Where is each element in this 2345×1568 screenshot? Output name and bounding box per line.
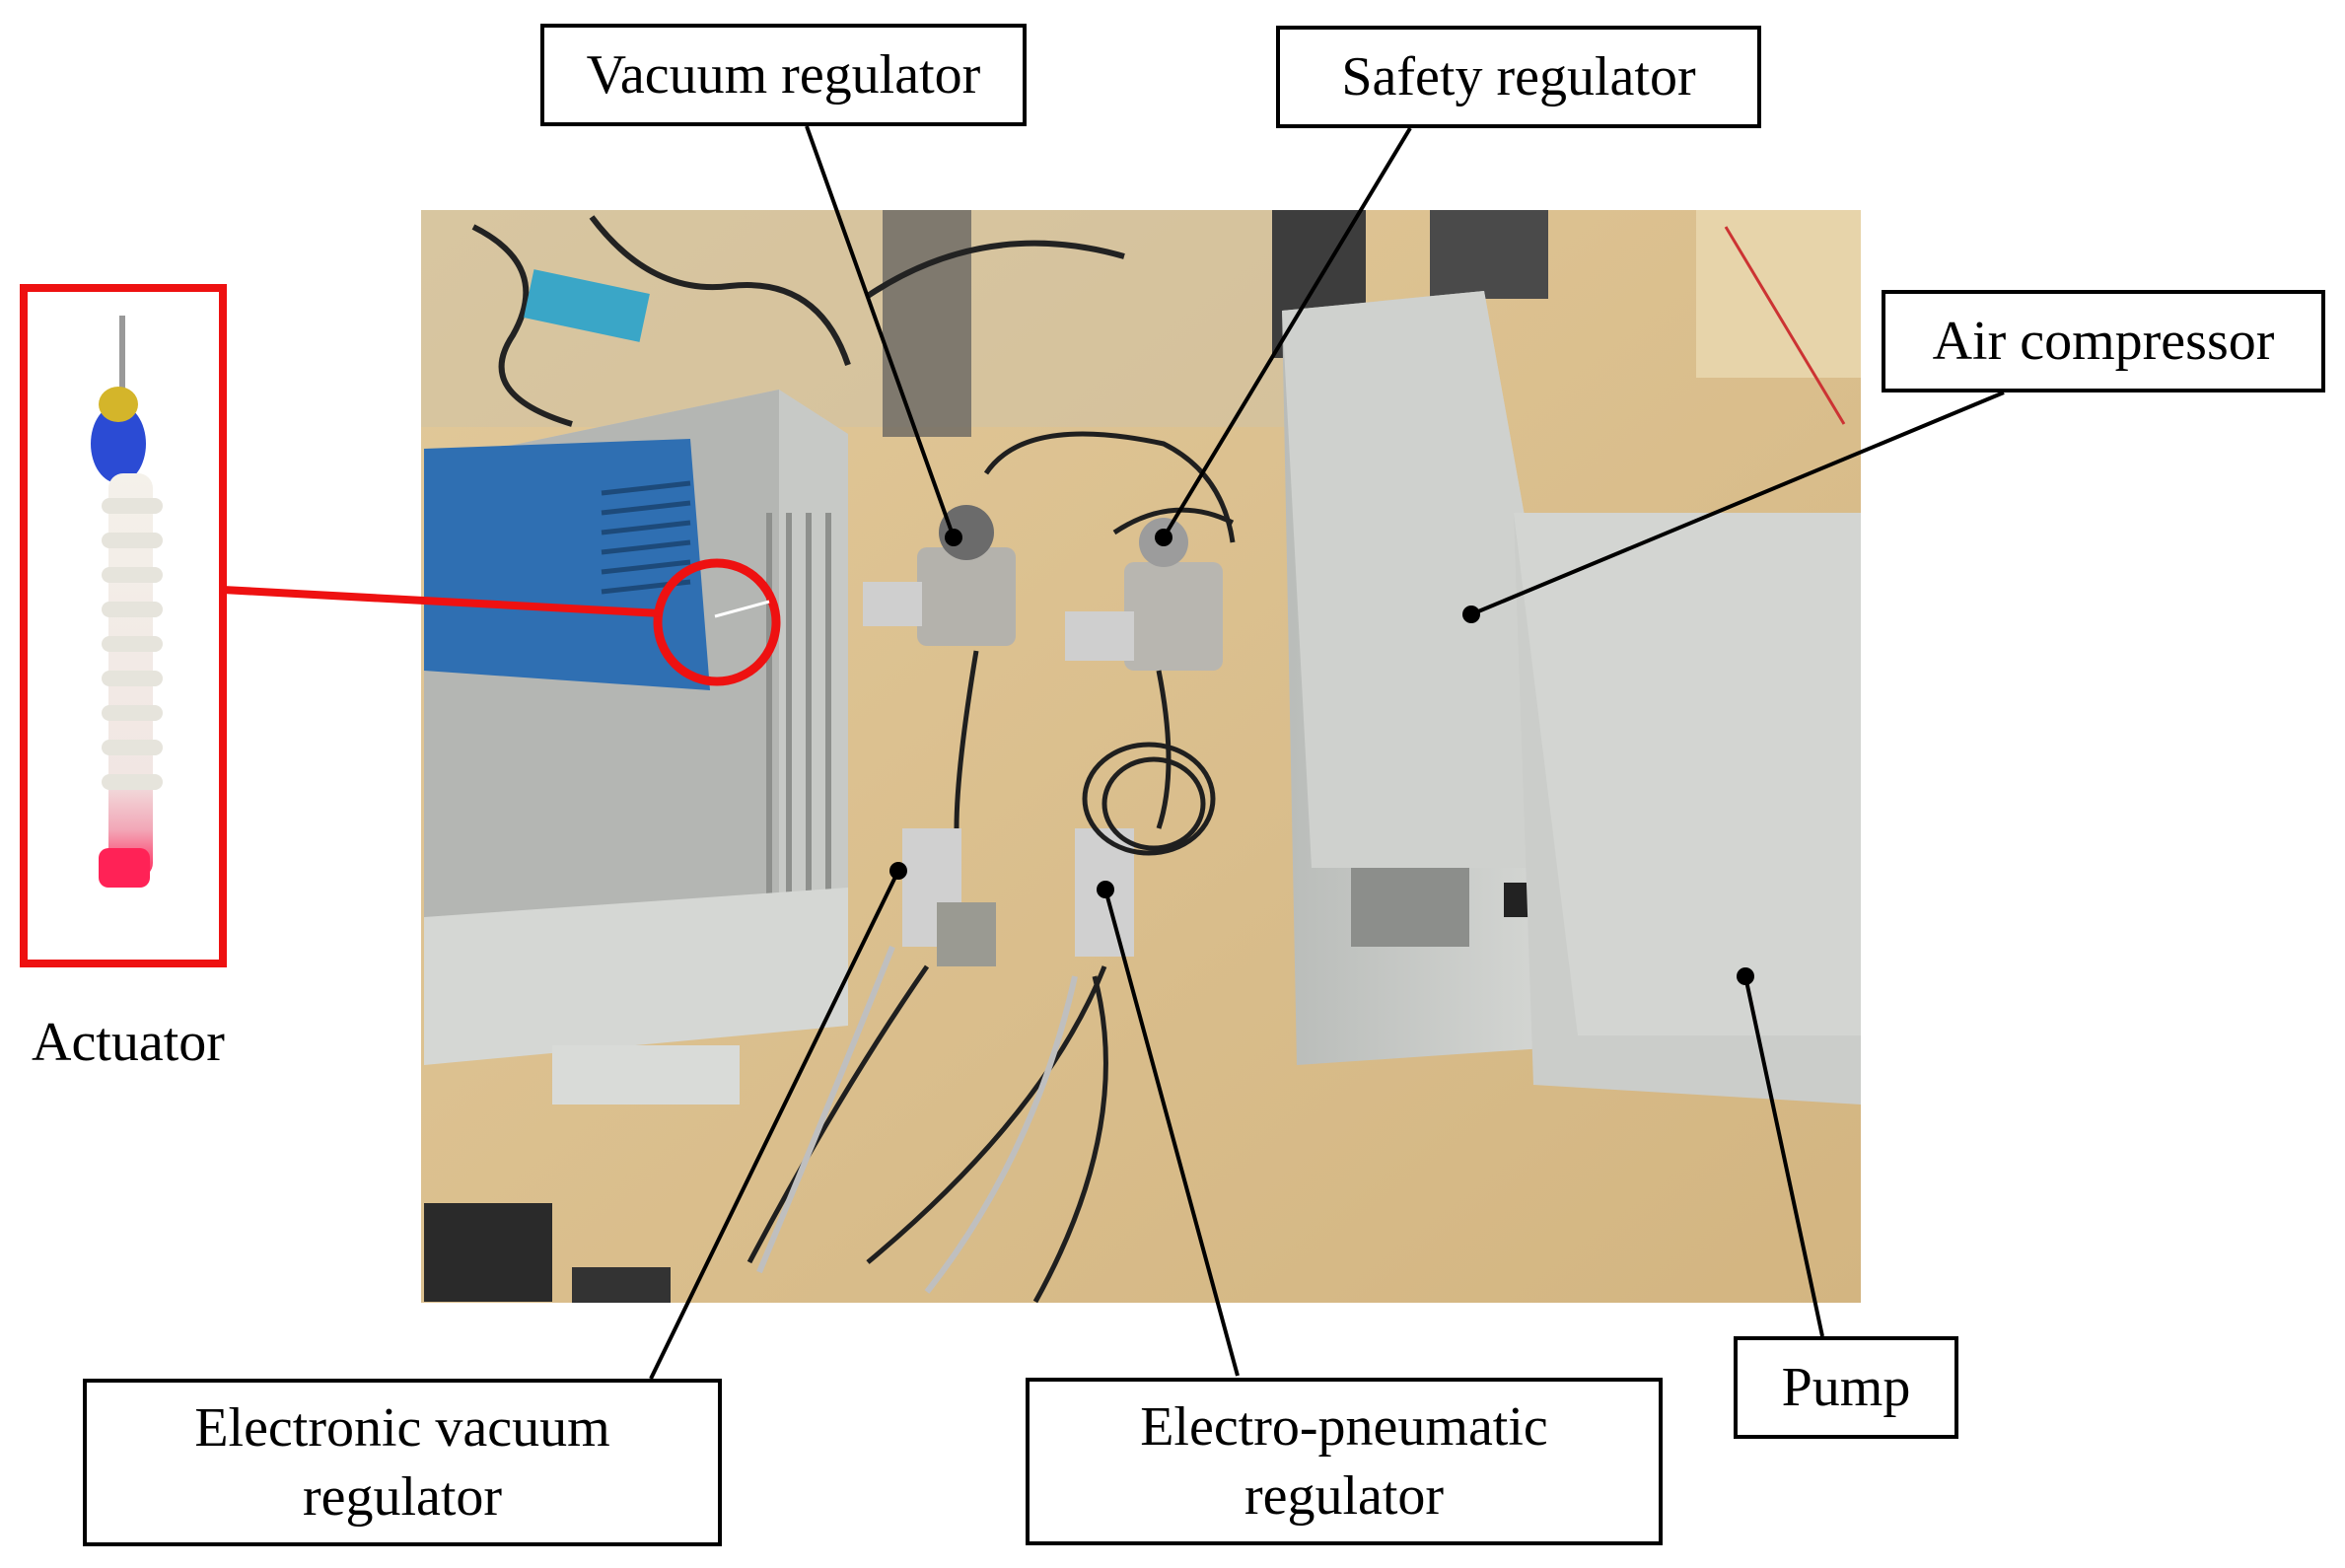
- safety-regulator-device: [1065, 518, 1223, 671]
- leader-lines: [649, 125, 2005, 1380]
- electronic-vacuum-regulator-device: [902, 828, 996, 966]
- leader-dots: [889, 529, 1754, 985]
- electronic-vacuum-regulator-line1: Electronic vacuum: [194, 1397, 610, 1459]
- safety-regulator-label: Safety regulator: [1276, 26, 1761, 128]
- actuator-inset: [20, 284, 227, 967]
- electro-pneumatic-regulator-line1: Electro-pneumatic: [1140, 1396, 1548, 1458]
- pump-label: Pump: [1734, 1336, 1958, 1439]
- air-compressor-device: [1282, 291, 1588, 1065]
- vacuum-regulator-label: Vacuum regulator: [540, 24, 1027, 126]
- electronic-vacuum-regulator-label: Electronic vacuum regulator: [83, 1379, 722, 1546]
- electro-pneumatic-regulator-line2: regulator: [1244, 1465, 1445, 1527]
- pump-device: [1514, 513, 1861, 1105]
- lab-setup-photo: [421, 210, 1861, 1304]
- actuator-label: Actuator: [32, 1012, 225, 1073]
- vacuum-regulator-device: [863, 505, 1016, 646]
- air-compressor-label: Air compressor: [1882, 290, 2325, 392]
- electronic-vacuum-regulator-line2: regulator: [302, 1466, 503, 1528]
- electro-pneumatic-regulator-label: Electro-pneumatic regulator: [1026, 1378, 1663, 1545]
